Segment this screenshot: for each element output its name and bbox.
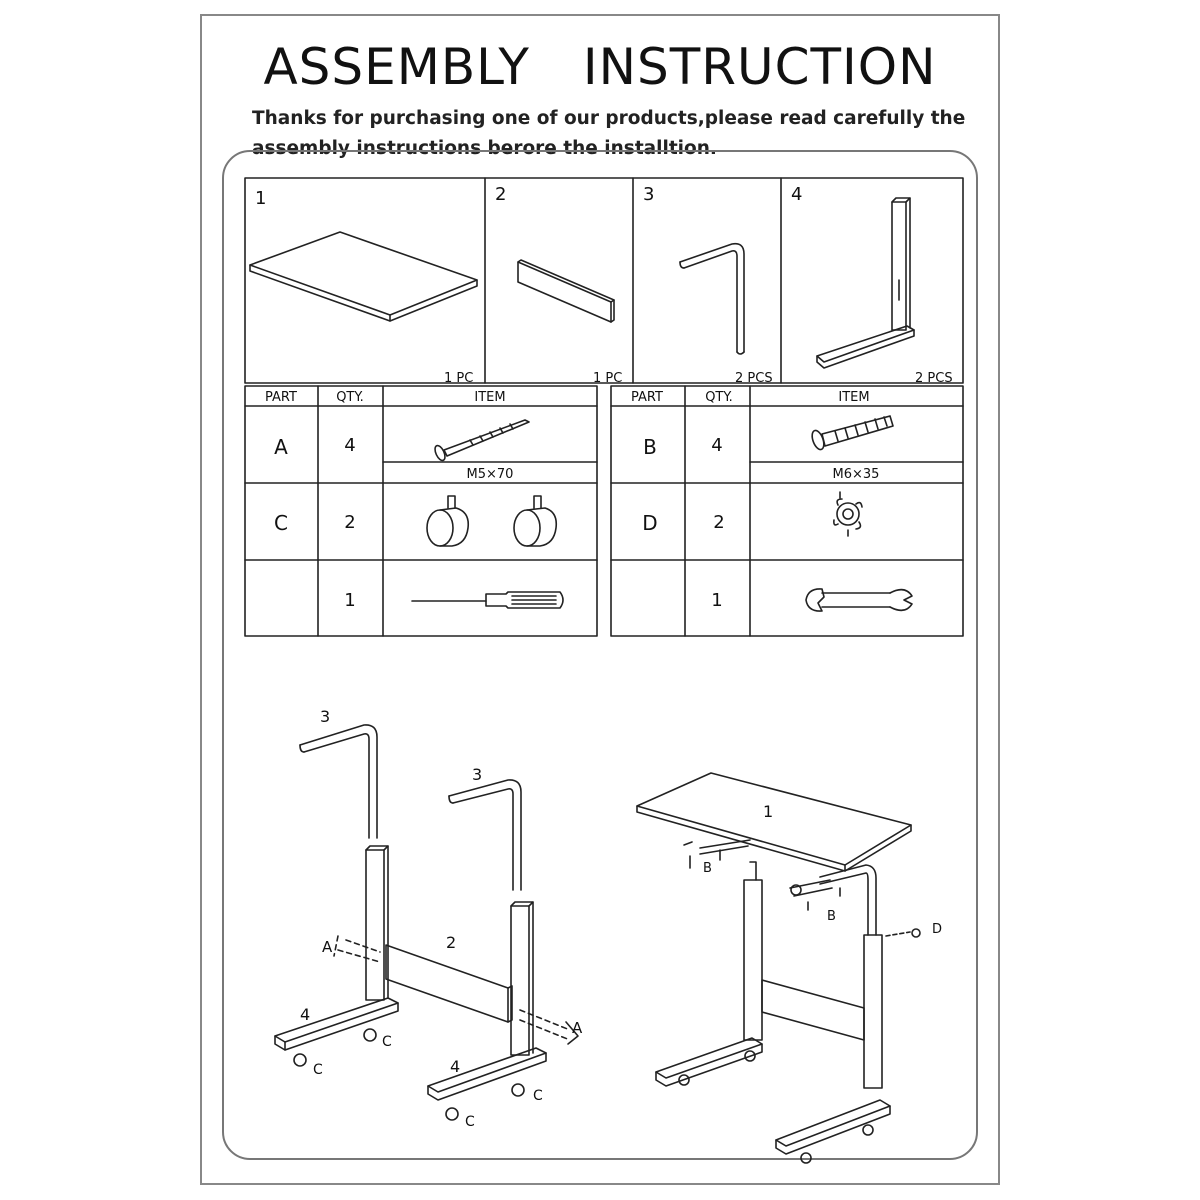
row-b-part: B [643, 435, 657, 459]
row-b-qty: 4 [711, 435, 722, 456]
row-c-qty: 2 [344, 512, 355, 533]
label-caster-c1: C [382, 1034, 392, 1050]
row-b-spec: M6×35 [833, 467, 880, 482]
base-upright-part-drawing [816, 197, 915, 369]
label-post-3b: 3 [472, 765, 482, 784]
label-bolt-b2: B [827, 909, 836, 924]
label-caster-c4: C [465, 1114, 475, 1130]
hardware-table-left: PART QTY. ITEM A 4 M5×70 C 2 1 [244, 385, 598, 637]
parts-grid: 1 2 3 4 1 PC 1 PC 2 PCS 2 PCS [244, 177, 964, 386]
label-base-4b: 4 [450, 1057, 460, 1076]
row-d-qty: 2 [713, 512, 724, 533]
assembly-diagram-right: 1 B B D [636, 772, 942, 1164]
right-header-part: PART [631, 390, 663, 405]
page-title: ASSEMBLY INSTRUCTION [202, 38, 998, 96]
intro-text: Thanks for purchasing one of our product… [252, 104, 972, 164]
tabletop-part-drawing [249, 231, 478, 322]
label-screw-a-right: A [572, 1019, 583, 1037]
left-header-part: PART [265, 390, 297, 405]
l-post-part-drawing [679, 242, 745, 355]
caster-wheel-icon [426, 495, 558, 547]
title-word-2: INSTRUCTION [582, 38, 937, 96]
label-top-1: 1 [763, 802, 773, 821]
label-caster-c3: C [533, 1088, 543, 1104]
part-3-qty: 2 PCS [735, 371, 773, 386]
knob-icon [833, 491, 863, 537]
row-a-spec: M5×70 [467, 467, 514, 482]
label-base-4a: 4 [300, 1005, 310, 1024]
label-panel-2: 2 [446, 933, 456, 952]
part-1-qty: 1 PC [444, 371, 473, 386]
part-1-number: 1 [255, 188, 266, 209]
right-header-item: ITEM [838, 390, 869, 405]
title-word-1: ASSEMBLY [263, 38, 530, 96]
crossbar-part-drawing [517, 259, 615, 323]
row-d-part: D [642, 511, 657, 535]
hardware-table-right: PART QTY. ITEM B 4 M6×35 D 2 1 [610, 385, 964, 637]
label-bolt-b1: B [703, 861, 712, 876]
row-a-part: A [274, 435, 288, 459]
intro-line-2: assembly instructions berore the install… [252, 138, 717, 159]
row-tool-qty: 1 [344, 590, 355, 611]
intro-line-1: Thanks for purchasing one of our product… [252, 108, 966, 129]
right-header-qty: QTY. [705, 390, 733, 405]
label-post-3a: 3 [320, 707, 330, 726]
label-screw-a-left: A [322, 938, 333, 956]
label-knob-d: D [932, 922, 942, 937]
assembly-diagram-left: 3 3 2 A A 4 4 C C C C [274, 707, 583, 1130]
row-a-qty: 4 [344, 435, 355, 456]
part-2-qty: 1 PC [593, 371, 622, 386]
screwdriver-icon [411, 591, 564, 609]
content-panel [222, 150, 978, 1160]
long-screw-icon [434, 419, 530, 462]
part-4-number: 4 [791, 184, 802, 205]
bolt-icon [811, 415, 894, 451]
row-c-part: C [274, 511, 288, 535]
part-2-number: 2 [495, 184, 506, 205]
part-4-qty: 2 PCS [915, 371, 953, 386]
row-tool-qty-right: 1 [711, 590, 722, 611]
left-header-qty: QTY. [336, 390, 364, 405]
wrench-icon [805, 588, 913, 612]
left-header-item: ITEM [474, 390, 505, 405]
part-3-number: 3 [643, 184, 654, 205]
label-caster-c2: C [313, 1062, 323, 1078]
instruction-sheet: ASSEMBLY INSTRUCTION Thanks for purchasi… [200, 14, 1000, 1185]
